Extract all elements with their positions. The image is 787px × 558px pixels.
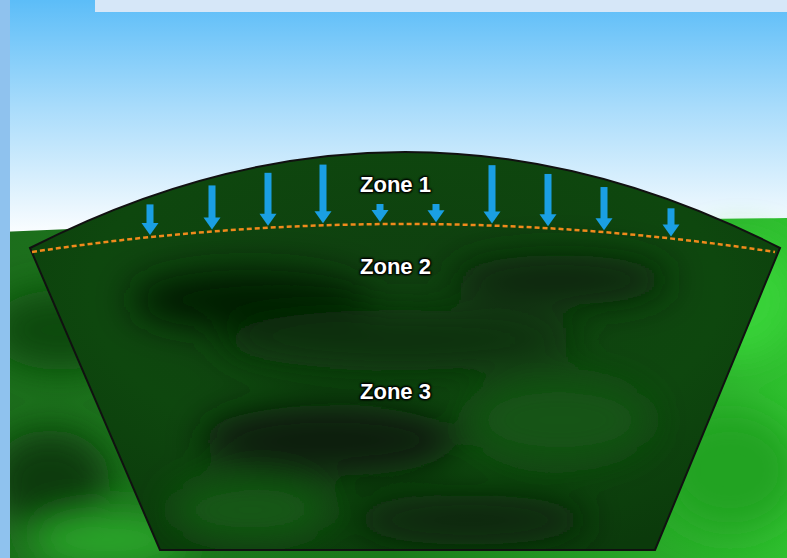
- arrow-shaft: [377, 204, 384, 211]
- zone-boundary: [32, 224, 775, 252]
- arrow-shaft: [265, 173, 272, 215]
- zone-label: Zone 3: [360, 379, 431, 405]
- arrow-shaft: [209, 185, 216, 218]
- zone-label: Zone 1: [360, 172, 431, 198]
- top-band: [95, 0, 787, 12]
- arrow-shaft: [433, 204, 440, 211]
- arrow-head: [663, 225, 680, 237]
- arrow-shaft: [668, 208, 675, 225]
- arrow-head: [596, 218, 613, 230]
- arrow-head: [484, 212, 501, 224]
- soil-mottling: [130, 255, 670, 545]
- arrow-head: [540, 214, 557, 226]
- arrow-head: [315, 211, 332, 223]
- soil-outline: [30, 152, 780, 550]
- arrow-head: [260, 214, 277, 226]
- infiltration-arrows: [142, 165, 680, 237]
- zone-label: Zone 2: [360, 254, 431, 280]
- arrow-shaft: [545, 174, 552, 215]
- arrow-shaft: [147, 204, 154, 224]
- arrow-head: [428, 210, 445, 222]
- arrow-head: [204, 217, 221, 229]
- arrow-shaft: [320, 165, 327, 213]
- arrow-head: [372, 210, 389, 222]
- arrow-head: [142, 223, 159, 235]
- edge-strip: [0, 0, 10, 558]
- soil-block: [30, 152, 780, 550]
- arrow-shaft: [601, 187, 608, 219]
- arrow-shaft: [489, 165, 496, 212]
